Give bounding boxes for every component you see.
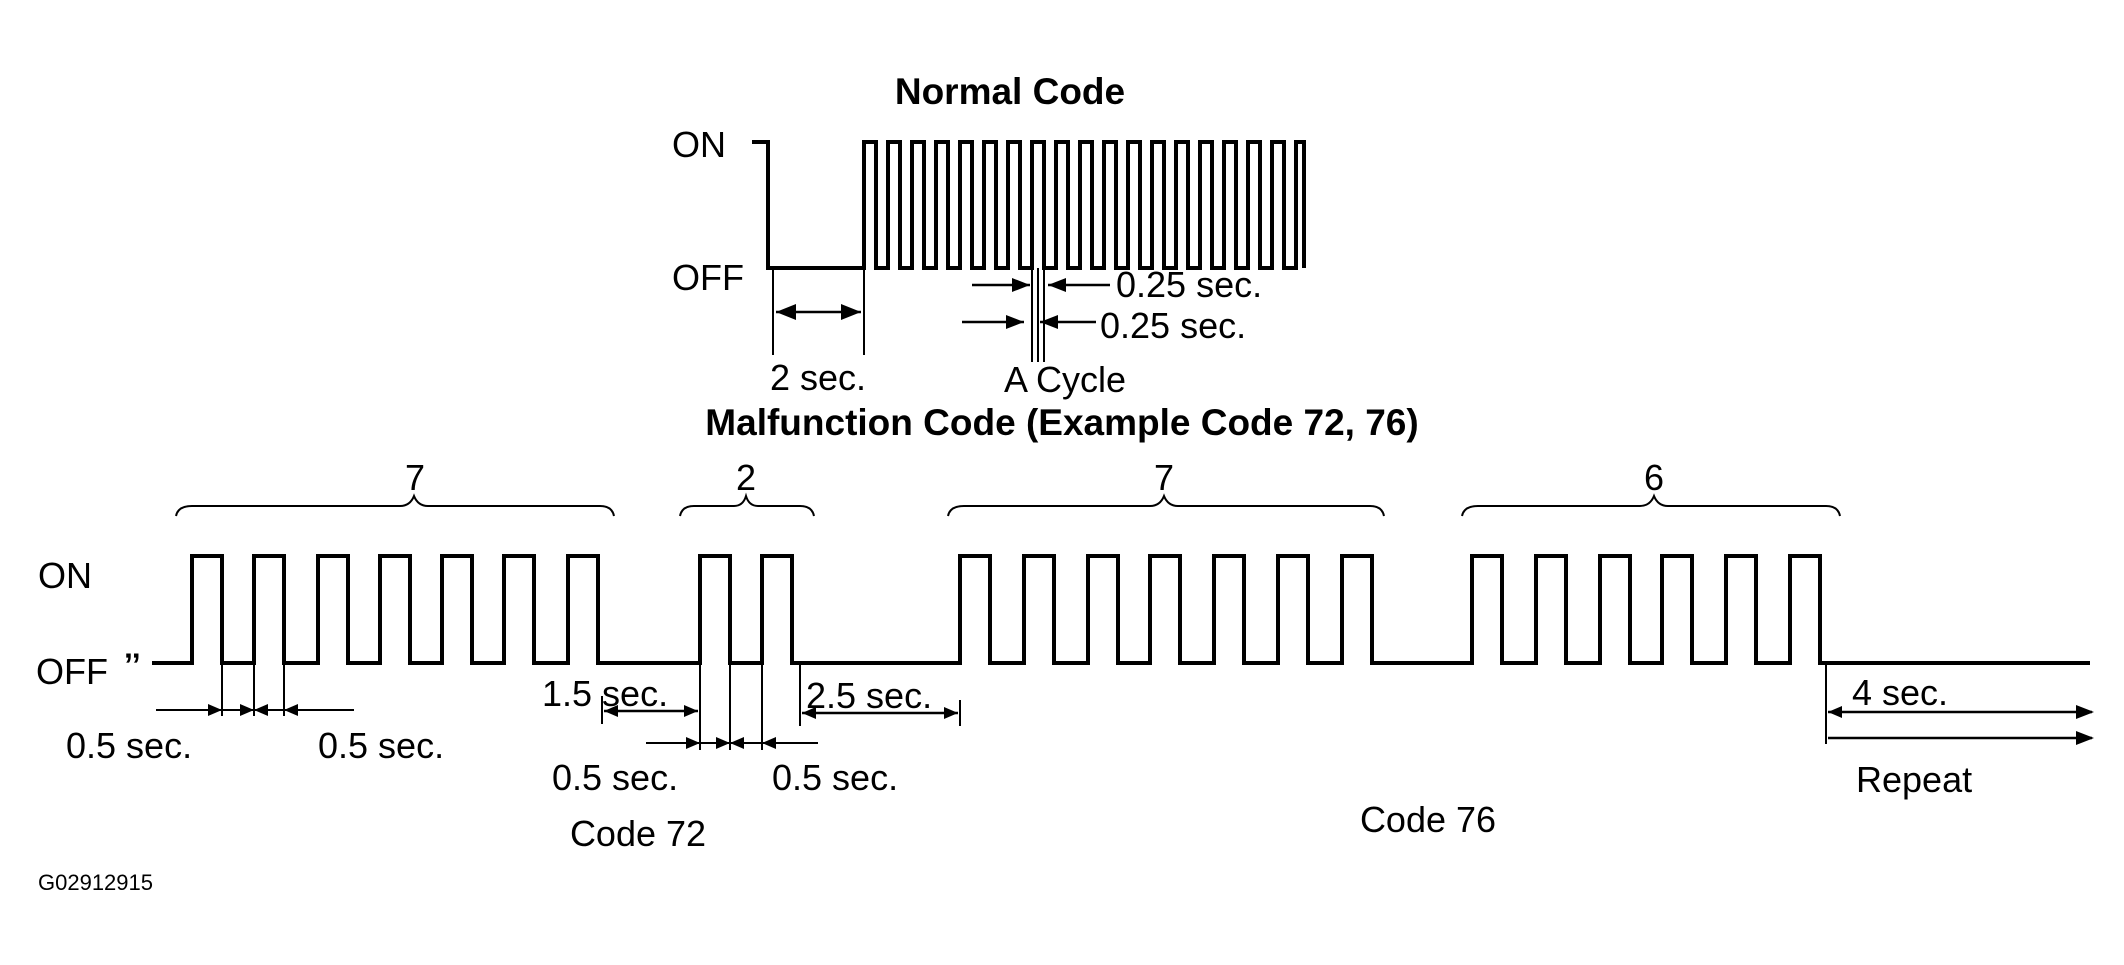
digit-brace-7a: [175, 493, 615, 517]
digit-brace-7b: [947, 493, 1385, 517]
mid-half-sec-b: 0.5 sec.: [772, 757, 898, 798]
pulse-on-duration: 0.25 sec.: [1116, 264, 1262, 305]
line-break-symbol: ’’: [124, 647, 141, 683]
malfunction-off-label: OFF: [36, 651, 108, 692]
digit-6: 6: [1644, 457, 1664, 498]
between-digits-dimension: [601, 696, 698, 724]
a-cycle-label: A Cycle: [1004, 359, 1126, 400]
normal-on-label: ON: [672, 124, 726, 165]
repeat-gap-label: 4 sec.: [1852, 672, 1948, 713]
left-half-sec-b: 0.5 sec.: [318, 725, 444, 766]
two-sec-label: 2 sec.: [770, 357, 866, 398]
cycle-dimension: [962, 268, 1110, 362]
normal-code-waveform: [752, 140, 1306, 270]
code-72-label: Code 72: [570, 813, 706, 854]
between-digits-label: 1.5 sec.: [542, 673, 668, 714]
figure-id: G02912915: [38, 870, 153, 895]
pulse-off-duration: 0.25 sec.: [1100, 305, 1246, 346]
mid-half-sec-a: 0.5 sec.: [552, 757, 678, 798]
left-half-sec-a: 0.5 sec.: [66, 725, 192, 766]
malfunction-code-waveform: [152, 554, 2090, 665]
between-codes-label: 2.5 sec.: [806, 675, 932, 716]
digit-2: 2: [736, 457, 756, 498]
malfunction-code-title: Malfunction Code (Example Code 72, 76): [705, 402, 1418, 443]
code-76-label: Code 76: [1360, 799, 1496, 840]
between-codes-dimension: [799, 663, 961, 726]
digit-7b: 7: [1154, 457, 1174, 498]
malfunction-on-label: ON: [38, 555, 92, 596]
normal-off-label: OFF: [672, 257, 744, 298]
left-half-sec-dimension: [156, 663, 354, 716]
repeat-dimension: [1825, 663, 2094, 745]
normal-code-title: Normal Code: [895, 71, 1125, 112]
digit-brace-2: [679, 492, 815, 517]
two-sec-dimension: [772, 268, 865, 355]
repeat-label: Repeat: [1856, 759, 1972, 800]
mid-half-sec-dimension: [646, 663, 818, 750]
digit-brace-6: [1461, 493, 1841, 517]
digit-7a: 7: [405, 457, 425, 498]
